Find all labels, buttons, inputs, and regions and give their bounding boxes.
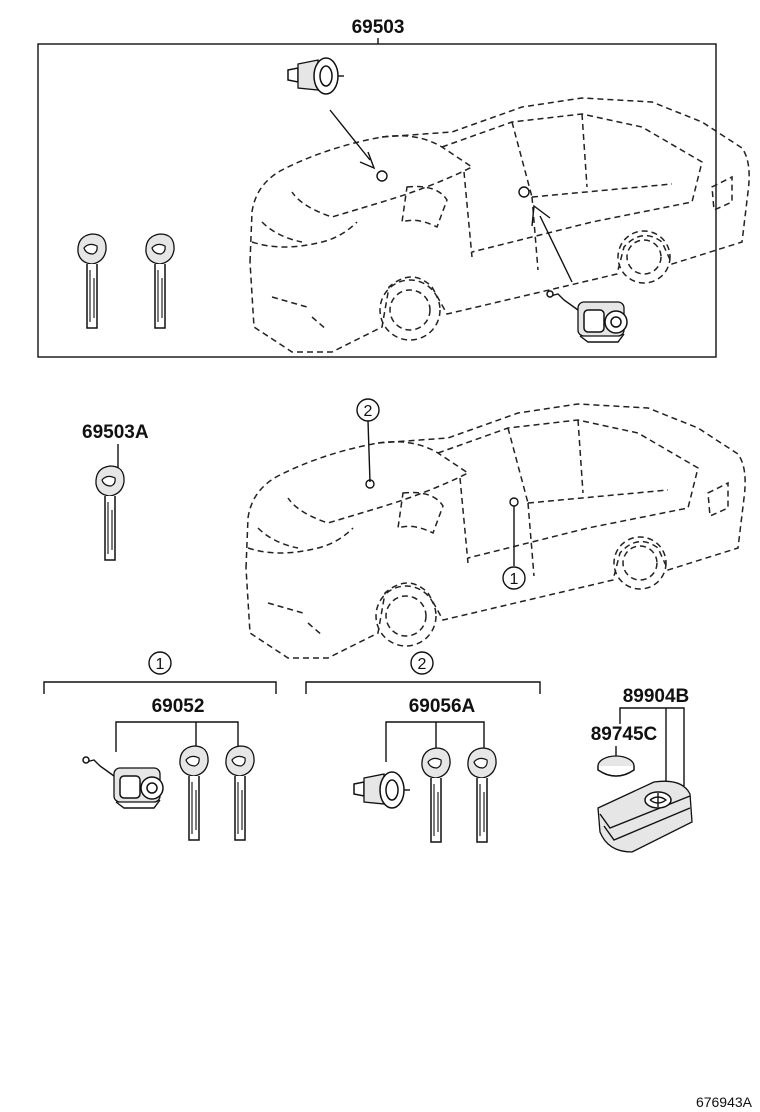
group-1-callout: 1 xyxy=(156,656,165,673)
key-icon xyxy=(421,747,451,843)
key-icon xyxy=(145,233,175,329)
door-lock-cylinder-icon xyxy=(546,290,628,343)
key-icon xyxy=(77,233,107,329)
part-number-89904B: 89904B xyxy=(623,686,690,707)
ignition-lock-cylinder-icon xyxy=(287,57,345,95)
key-icon xyxy=(179,745,209,841)
callout-1: 1 xyxy=(510,571,519,588)
part-number-89745C: 89745C xyxy=(591,724,658,745)
car-outline-icon xyxy=(249,97,750,353)
ignition-lock-cylinder-icon xyxy=(353,771,411,809)
diagram-code: 676943A xyxy=(696,1094,753,1110)
group-2-circle xyxy=(410,651,434,675)
callout-2: 2 xyxy=(364,403,373,420)
key-fob-icon xyxy=(597,780,693,853)
part-number-69503: 69503 xyxy=(352,17,405,38)
group-2-callout: 2 xyxy=(418,656,427,673)
key-icon xyxy=(225,745,255,841)
key-icon xyxy=(95,465,125,561)
door-lock-cylinder-icon xyxy=(82,756,164,809)
assembly-box-69503 xyxy=(37,43,717,358)
part-number-69056A: 69056A xyxy=(409,696,476,717)
callout-1-circle xyxy=(502,566,526,590)
part-number-69503A: 69503A xyxy=(82,422,149,443)
battery-icon xyxy=(597,755,635,777)
group-1-circle xyxy=(148,651,172,675)
part-number-69052: 69052 xyxy=(152,696,205,717)
key-icon xyxy=(467,747,497,843)
car-outline-icon xyxy=(245,403,746,659)
